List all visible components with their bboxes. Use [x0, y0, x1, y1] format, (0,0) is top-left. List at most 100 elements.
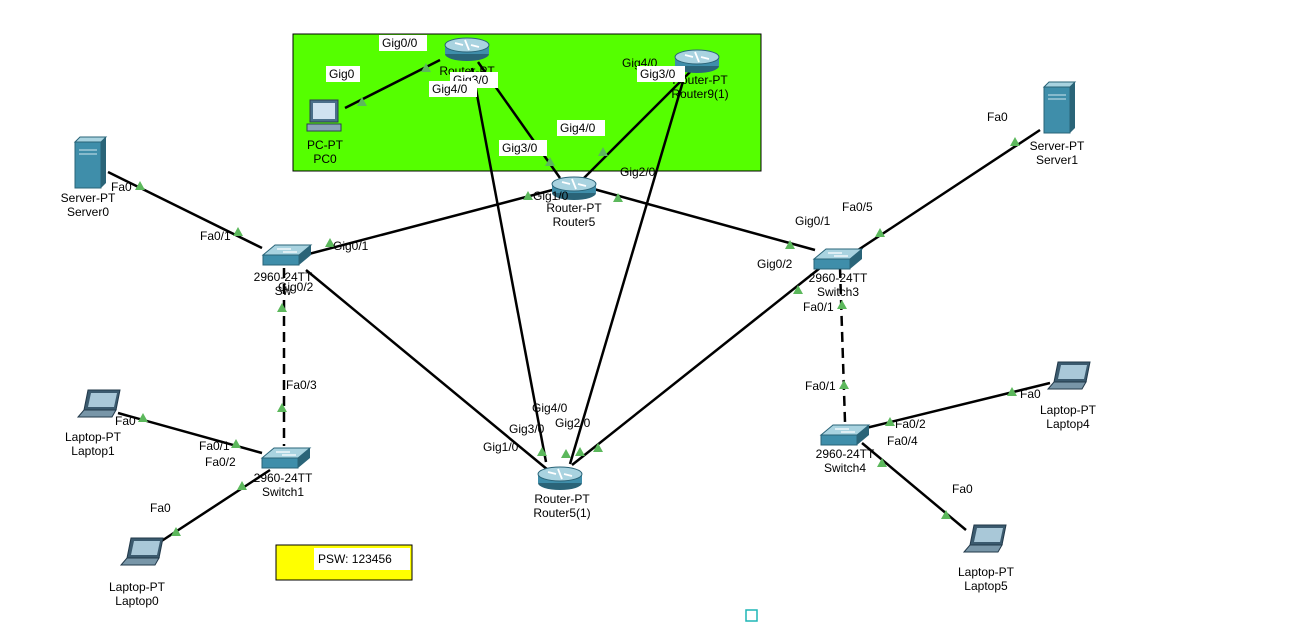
- port-label: Fa0: [150, 501, 171, 515]
- link-laptop4-switch4[interactable]: [865, 381, 1051, 430]
- router5-model-label: Router-PT: [546, 201, 602, 215]
- router9-1-router-icon[interactable]: [674, 49, 720, 73]
- port-up-indicator: [138, 413, 148, 422]
- switch1-switch-icon[interactable]: [260, 447, 312, 469]
- port-label: Fa0/1: [805, 379, 836, 393]
- pc0-name-label: PC0: [313, 152, 337, 166]
- link-router9-1-router5[interactable]: [581, 71, 691, 181]
- laptop5-name-label: Laptop5: [964, 579, 1008, 593]
- router5-name-label: Router5: [553, 215, 596, 229]
- port-label: Fa0: [115, 414, 136, 428]
- port-up-indicator: [1007, 387, 1017, 396]
- port-up-indicator: [785, 240, 795, 249]
- port-label: Gig4/0: [532, 401, 568, 415]
- port-label: Gig4/0: [560, 121, 596, 135]
- switch-left-switch-icon[interactable]: [261, 244, 313, 266]
- port-label: Fa0: [111, 180, 132, 194]
- port-up-indicator: [877, 458, 887, 467]
- port-up-indicator: [537, 447, 547, 456]
- laptop4-model-label: Laptop-PT: [1040, 403, 1097, 417]
- link-router5-switch3[interactable]: [589, 186, 816, 252]
- switch3-switch-icon[interactable]: [812, 248, 864, 270]
- port-label: Fa0: [952, 482, 973, 496]
- port-label: Fa0/2: [895, 417, 926, 431]
- link-laptop0-switch1[interactable]: [159, 468, 271, 544]
- server0-name-label: Server0: [67, 205, 109, 219]
- laptop0-name-label: Laptop0: [115, 594, 159, 608]
- port-up-indicator: [357, 97, 367, 106]
- port-label-box: [637, 66, 685, 82]
- password-note[interactable]: PSW: 123456: [275, 544, 413, 581]
- port-label: Fa0/1: [200, 229, 231, 243]
- port-up-indicator: [233, 227, 243, 236]
- port-label: Gig0/1: [333, 239, 369, 253]
- port-label-box: [499, 140, 547, 156]
- port-label: Gig3/0: [509, 422, 545, 436]
- port-up-indicator: [875, 228, 885, 237]
- router5-1-router-icon[interactable]: [537, 466, 583, 490]
- port-up-indicator: [523, 191, 533, 200]
- port-up-indicator: [598, 147, 608, 156]
- port-label: Fa0: [987, 110, 1008, 124]
- router9-1-name-label: Router9(1): [671, 87, 728, 101]
- switch4-switch-icon[interactable]: [819, 424, 871, 446]
- switch3-model-label: 2960-24TT: [809, 271, 868, 285]
- port-label: Gig1/0: [483, 440, 519, 454]
- switch1-name-label: Switch1: [262, 485, 304, 499]
- laptop4-laptop-icon[interactable]: [1046, 361, 1091, 390]
- switch-left-name-label: Sw: [275, 284, 292, 298]
- port-up-indicator: [277, 303, 287, 312]
- server1-server-icon[interactable]: [1042, 81, 1077, 134]
- laptop5-model-label: Laptop-PT: [958, 565, 1015, 579]
- laptop5-laptop-icon[interactable]: [962, 524, 1007, 553]
- port-up-indicator: [325, 238, 335, 247]
- port-up-indicator: [593, 443, 603, 452]
- port-up-indicator: [613, 193, 623, 202]
- port-up-indicator: [561, 449, 571, 458]
- port-label: Gig2/0: [555, 416, 591, 430]
- port-up-indicator: [837, 300, 847, 309]
- router-pt-top-router-icon[interactable]: [444, 37, 490, 61]
- router5-router-icon[interactable]: [551, 176, 597, 200]
- laptop1-laptop-icon[interactable]: [76, 389, 121, 418]
- laptop0-laptop-icon[interactable]: [119, 537, 164, 566]
- link-router9-1-router5-1[interactable]: [568, 77, 686, 465]
- switch4-name-label: Switch4: [824, 461, 866, 475]
- port-label: Fa0/1: [803, 300, 834, 314]
- port-up-indicator: [237, 481, 247, 490]
- port-up-indicator: [545, 157, 555, 166]
- port-label-box: [379, 35, 427, 51]
- link-switch3-switch4[interactable]: [838, 267, 847, 423]
- switch3-name-label: Switch3: [817, 285, 859, 299]
- link-laptop5-switch4[interactable]: [861, 442, 967, 531]
- port-label-box: [326, 66, 360, 82]
- pc0-model-label: PC-PT: [307, 138, 344, 152]
- port-label: Gig0/1: [795, 214, 831, 228]
- selection-marker: [745, 609, 758, 622]
- switch-left-model-label: 2960-24TT: [254, 270, 313, 284]
- server1-name-label: Server1: [1036, 153, 1078, 167]
- server0-server-icon[interactable]: [73, 136, 108, 189]
- link-switch3-router5-1[interactable]: [571, 267, 821, 466]
- laptop1-name-label: Laptop1: [71, 444, 115, 458]
- port-up-indicator: [575, 447, 585, 456]
- pc0-pc-icon[interactable]: [306, 99, 342, 132]
- link-router-pt-top-router5-1[interactable]: [470, 67, 548, 463]
- port-up-indicator: [1010, 137, 1020, 146]
- port-label: Gig3/0: [640, 67, 676, 81]
- router5-1-model-label: Router-PT: [534, 492, 590, 506]
- port-label: Fa0/3: [286, 378, 317, 392]
- port-label: Fa0/5: [842, 200, 873, 214]
- link-router5-switch-left[interactable]: [304, 186, 561, 257]
- port-up-indicator: [171, 527, 181, 536]
- port-label: Fa0/1: [199, 439, 230, 453]
- server0-model-label: Server-PT: [61, 191, 116, 205]
- port-label: Gig1/0: [533, 189, 569, 203]
- port-up-indicator: [941, 510, 951, 519]
- link-switch-left-router5-1[interactable]: [305, 269, 549, 471]
- port-label: Fa0/2: [205, 455, 236, 469]
- port-label: Fa0/4: [887, 434, 918, 448]
- link-server1-switch3[interactable]: [857, 128, 1041, 252]
